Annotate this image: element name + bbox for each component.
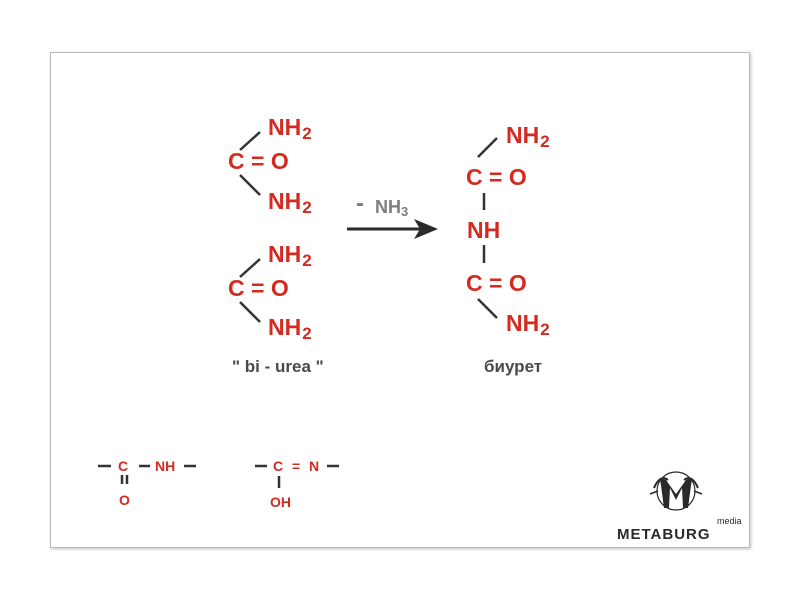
logo-tagline: media [717,516,742,526]
imidic-carbon: C [273,458,284,474]
urea2-nh2-top: NH2 [268,241,312,270]
urea1-nh2-bottom: NH2 [268,188,312,217]
bond-line [239,301,261,323]
urea2-nh2-bottom: NH2 [268,314,312,343]
amide-carbon: C [118,458,129,474]
bond-line [239,258,261,278]
imidic-oh: OH [270,494,291,510]
bond-line [477,298,498,319]
biuret-nh2-top: NH2 [506,122,550,151]
biuret-carbonyl-top: C = O [466,164,527,190]
reagent-formula: NH3 [375,197,409,219]
logo-brand: METABURG [617,526,711,543]
biuret-carbonyl-bottom: C = O [466,270,527,296]
reagent-minus: - [356,190,364,217]
bond-line [477,137,498,158]
imidic-nitrogen: N [309,458,320,474]
amide-nh: NH [155,458,176,474]
left-caption: " bi - urea " [232,357,324,376]
slide-frame [50,52,750,548]
bond-line [239,174,261,196]
bond-line [239,131,261,151]
amide-oxygen: O [119,492,130,508]
biuret-nh2-bottom: NH2 [506,310,550,339]
imidic-double-bond: = [292,458,301,474]
reaction-arrow-head [414,219,438,239]
urea2-carbonyl: C = O [228,275,289,301]
urea1-carbonyl: C = O [228,148,289,174]
biuret-nh: NH [467,217,501,243]
urea1-nh2-top: NH2 [268,114,312,143]
right-caption: биурет [484,357,543,376]
